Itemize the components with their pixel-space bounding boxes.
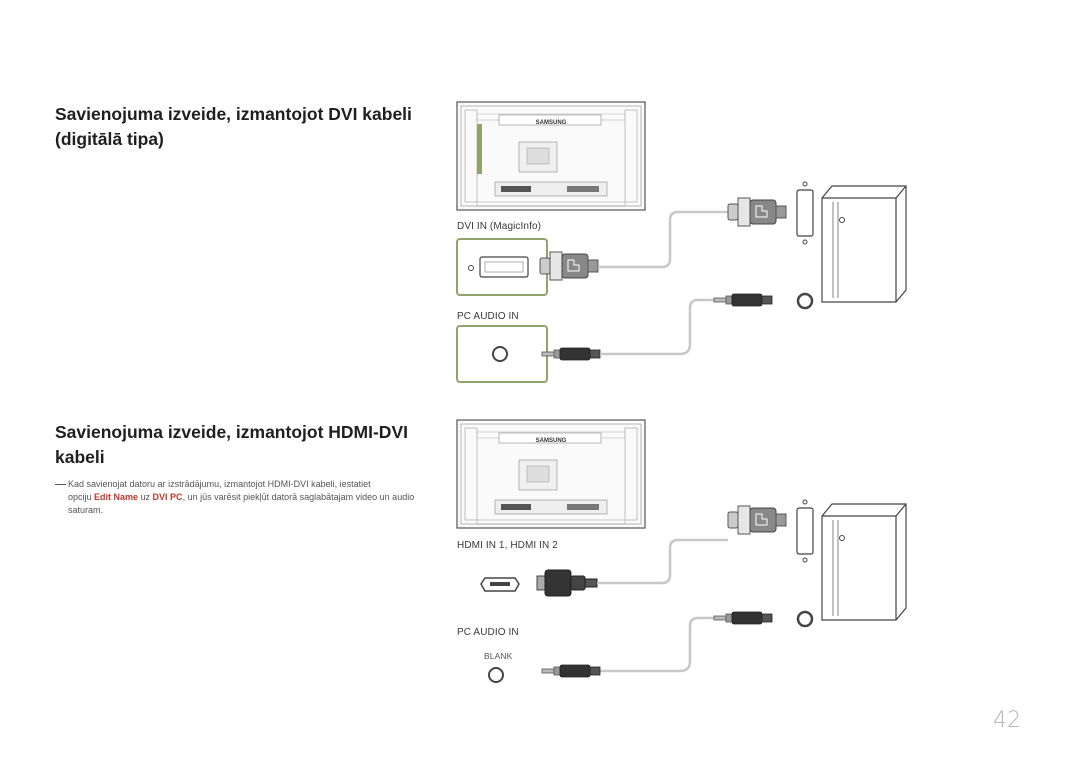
pc-audio-jack-2 xyxy=(796,610,814,628)
note-text: Kad savienojat datoru ar izstrādājumu, i… xyxy=(55,478,425,517)
note-indent: opciju Edit Name uz DVI PC, un jūs varēs… xyxy=(55,491,425,517)
audio-cable-1 xyxy=(600,298,714,356)
audio-port-frame xyxy=(456,325,548,383)
audio-plug-1 xyxy=(541,347,601,361)
pc-tower-2 xyxy=(821,503,907,621)
label-pc-audio-in-2: PC AUDIO IN xyxy=(457,627,519,638)
dvi-pc-highlight: DVI PC xyxy=(152,492,183,502)
pc-dvi-port-2 xyxy=(796,507,814,555)
pc-dvi-port-1 xyxy=(796,189,814,237)
note-part4: , un jūs varēsit piekļūt datorā saglabāt… xyxy=(68,492,415,515)
section-heading-dvi: Savienojuma izveide, izmantojot DVI kabe… xyxy=(55,104,412,149)
audio-plug-2 xyxy=(541,664,601,678)
dvi-cable-1 xyxy=(598,210,728,269)
pc-tower-1 xyxy=(821,185,907,303)
screw-icon xyxy=(468,265,474,271)
port-highlight-strip xyxy=(477,124,482,174)
brand-logo-2: SAMSUNG xyxy=(536,438,567,444)
dvi-port-icon xyxy=(479,256,529,278)
audio-plug-pc-1 xyxy=(713,293,773,307)
hdmi-plug xyxy=(536,569,598,597)
monitor-back-2 xyxy=(456,419,646,529)
pc-audio-jack-1 xyxy=(796,292,814,310)
section-heading-hdmi-dvi: Savienojuma izveide, izmantojot HDMI-DVI… xyxy=(55,422,408,467)
monitor-back-1 xyxy=(456,101,646,211)
label-pc-audio-in-1: PC AUDIO IN xyxy=(457,311,519,322)
page-number: 42 xyxy=(993,708,1021,733)
brand-logo-1: SAMSUNG xyxy=(536,120,567,126)
audio-jack-blank-icon xyxy=(488,667,504,683)
note-part2: opciju xyxy=(68,492,95,502)
dvi-plug-pc-2 xyxy=(727,505,787,535)
dvi-plug-pc-1 xyxy=(727,197,787,227)
audio-jack-icon xyxy=(492,346,508,362)
label-hdmi-in: HDMI IN 1, HDMI IN 2 xyxy=(457,540,558,551)
audio-cable-2 xyxy=(600,616,714,673)
note-part1: Kad savienojat datoru ar izstrādājumu, i… xyxy=(68,479,371,489)
note-part3: uz xyxy=(138,492,153,502)
dvi-plug-1 xyxy=(539,251,599,281)
note-dash-icon xyxy=(55,484,66,486)
label-blank: BLANK xyxy=(484,651,513,661)
hdmi-dvi-cable xyxy=(597,538,728,585)
label-dvi-in: DVI IN (MagicInfo) xyxy=(457,221,542,232)
edit-name-highlight: Edit Name xyxy=(94,492,139,502)
audio-plug-pc-2 xyxy=(713,611,773,625)
